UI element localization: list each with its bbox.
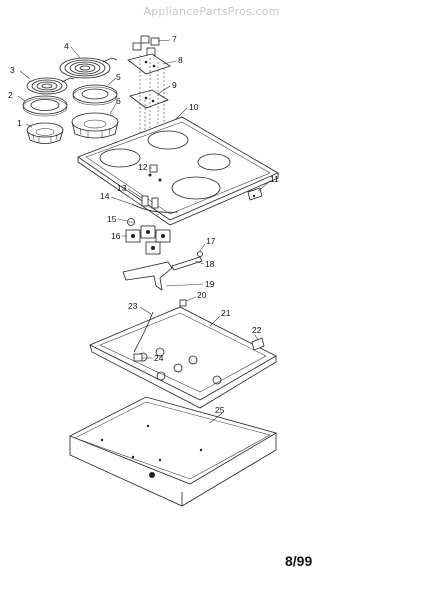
callout-19: 19 (205, 279, 215, 289)
part-11-mounting-clip[interactable] (247, 187, 263, 201)
callout-20: 20 (197, 290, 207, 300)
part-3-surface-element-small[interactable] (26, 77, 75, 95)
part-22-clip[interactable] (251, 337, 265, 351)
callout-21: 21 (221, 308, 231, 318)
part-7-terminal-block[interactable] (132, 35, 160, 56)
callout-3: 3 (10, 65, 15, 75)
callout-16: 16 (111, 231, 121, 241)
callout-25: 25 (215, 405, 225, 415)
part-4-surface-element-large[interactable] (59, 57, 118, 79)
part-14-wire-harness[interactable] (131, 203, 179, 213)
part-20-screw[interactable] (179, 299, 187, 307)
callout-5: 5 (116, 72, 121, 82)
callout-8: 8 (178, 55, 183, 65)
callout-7: 7 (172, 34, 177, 44)
callout-leader-lines (17, 39, 271, 424)
callout-4: 4 (64, 41, 69, 51)
callout-15: 15 (107, 214, 117, 224)
part-12-bracket-screw[interactable] (149, 164, 158, 173)
part-8-element-bracket[interactable] (127, 53, 171, 75)
callout-18: 18 (205, 259, 215, 269)
part-18-support-rod[interactable] (171, 256, 203, 271)
part-5-trim-ring-large[interactable] (72, 84, 118, 106)
callout-17: 17 (206, 236, 216, 246)
part-17-screw[interactable] (197, 251, 203, 257)
part-1-drip-bowl-small[interactable] (26, 122, 64, 144)
callout-23: 23 (128, 301, 138, 311)
part-25-bottom-enclosure[interactable] (69, 396, 278, 507)
part-10-cooktop-main-top[interactable] (77, 116, 279, 226)
part-23-ground-strap[interactable] (133, 311, 154, 353)
part-21-burner-box[interactable] (89, 306, 277, 409)
part-13-terminal[interactable] (141, 195, 159, 209)
callout-12: 12 (138, 162, 148, 172)
callout-22: 22 (252, 325, 262, 335)
callout-24: 24 (154, 353, 164, 363)
date-code: 8/99 (285, 553, 313, 569)
callout-6: 6 (116, 96, 121, 106)
part-2-trim-ring[interactable] (22, 95, 68, 117)
part-16-infinite-switch-set[interactable] (125, 225, 171, 255)
callout-13: 13 (117, 183, 127, 193)
part-24-terminal-block[interactable] (133, 353, 143, 362)
part-9-element-bracket[interactable] (129, 89, 169, 109)
watermark: AppliancePartsPros.com (143, 5, 280, 18)
callout-9: 9 (172, 80, 177, 90)
part-19-switch-bracket[interactable] (122, 261, 173, 291)
callout-14: 14 (100, 191, 110, 201)
callout-2: 2 (8, 90, 13, 100)
callout-10: 10 (189, 102, 199, 112)
part-15-screw[interactable] (127, 218, 135, 226)
callout-numbers: 1 2 3 4 5 6 7 8 9 10 11 12 13 14 15 16 1… (8, 34, 279, 415)
part-6-drip-bowl-large[interactable] (71, 112, 119, 139)
callout-11: 11 (270, 174, 279, 184)
callout-1: 1 (17, 118, 22, 128)
